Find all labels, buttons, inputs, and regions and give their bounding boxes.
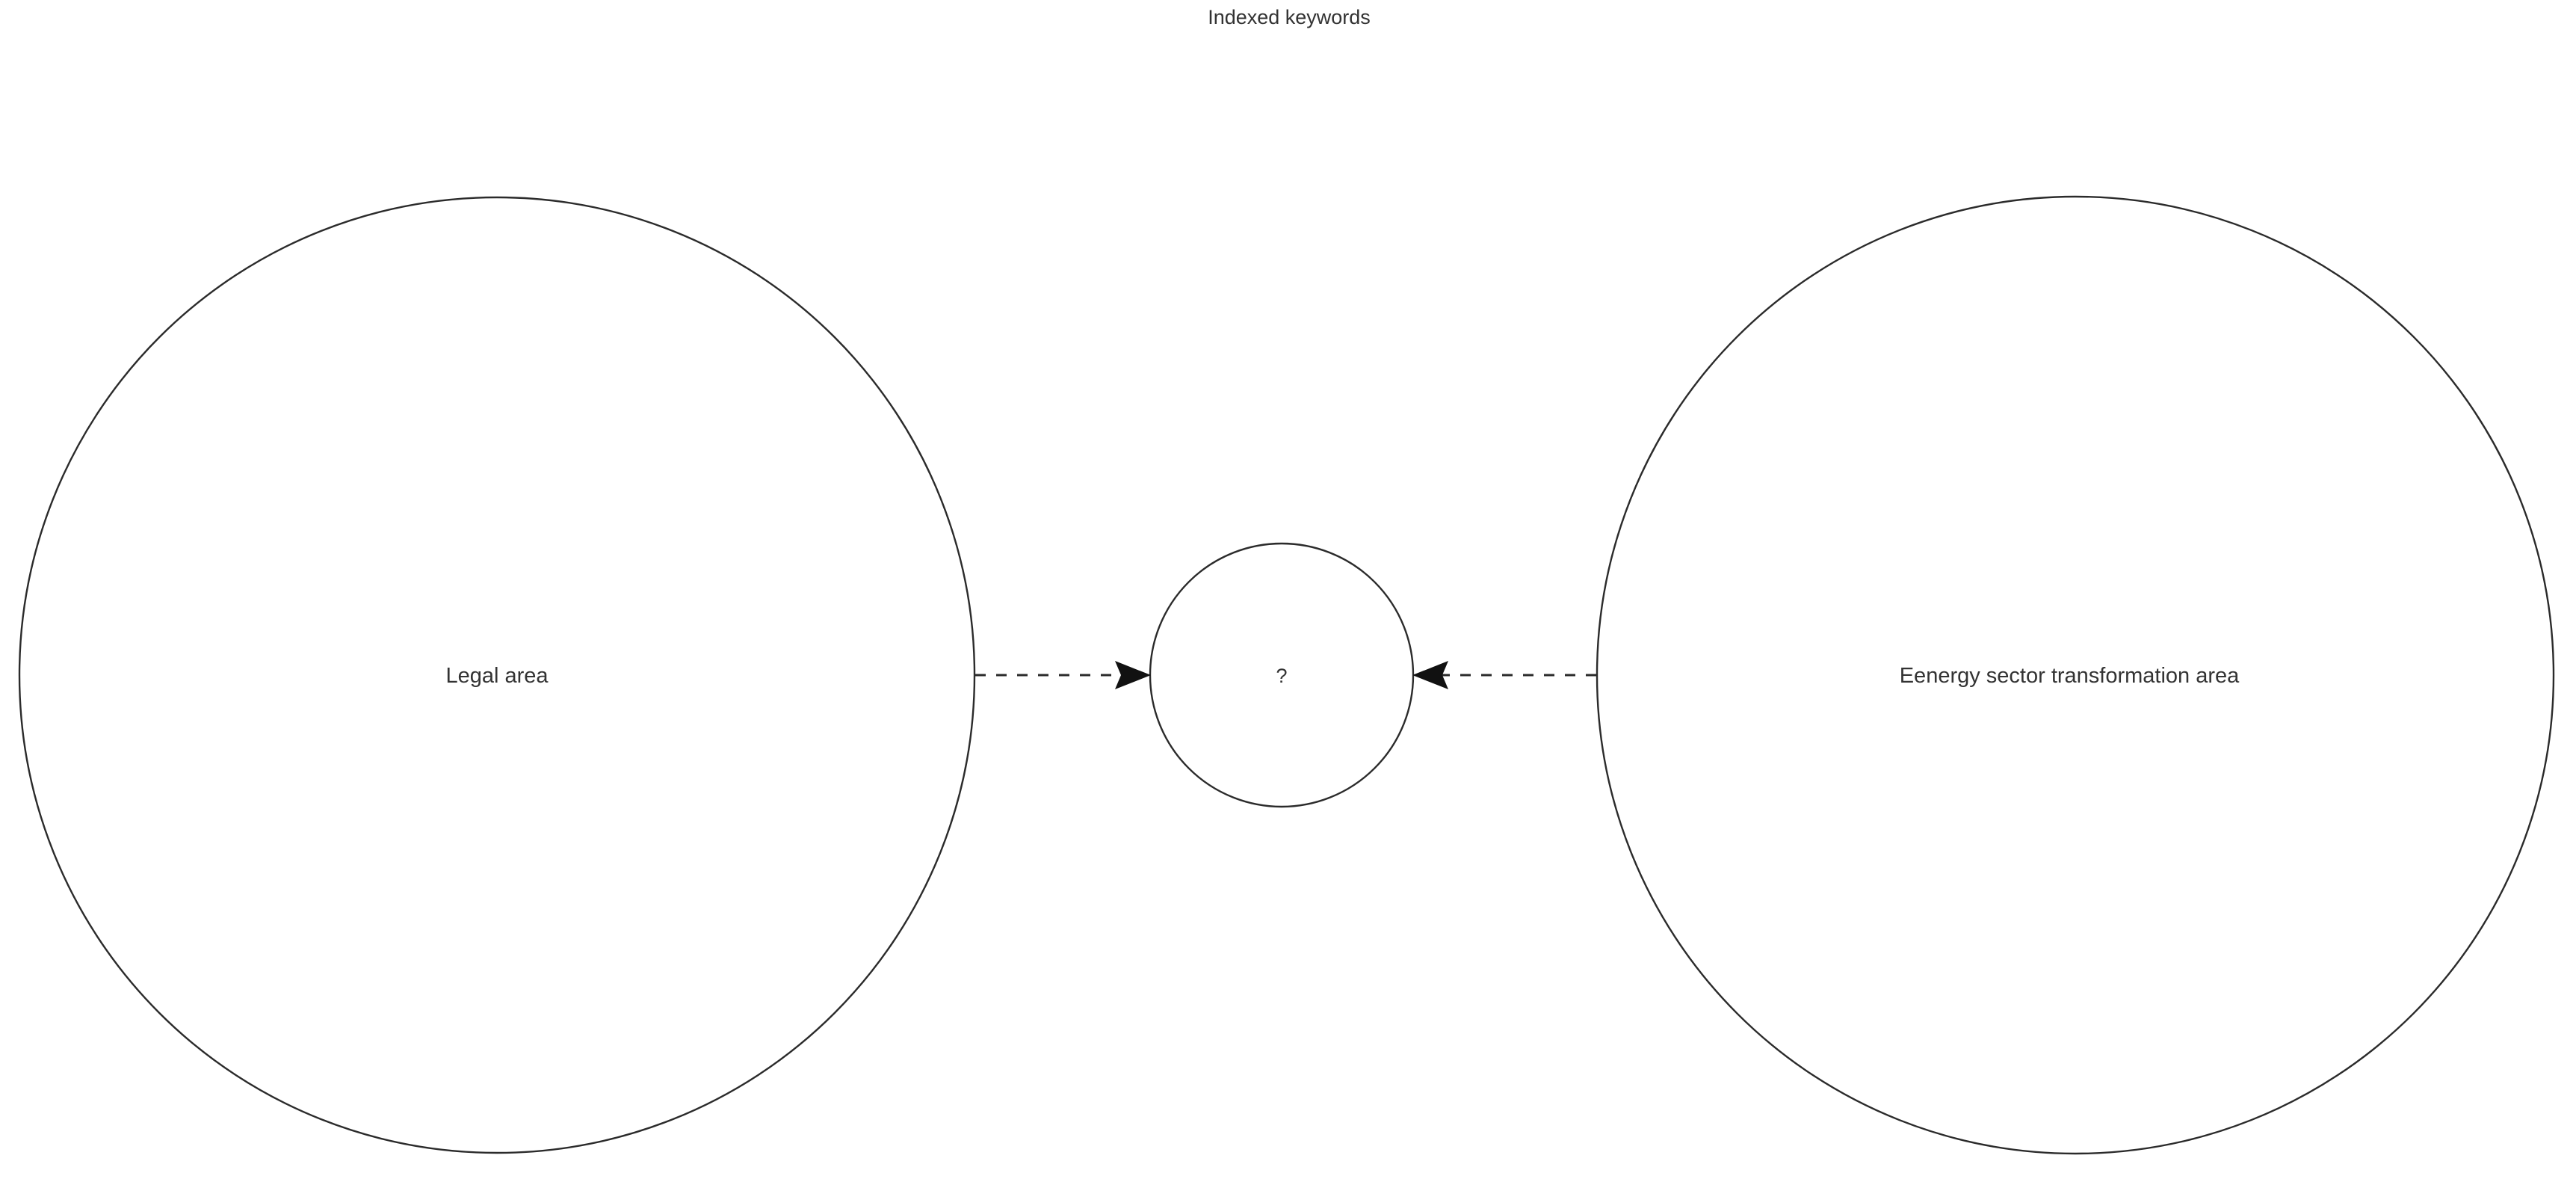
diagram-title: Indexed keywords [1208,6,1371,28]
node-unknown-link[interactable]: ? [1149,542,1415,808]
legal-area-label: Legal area [445,664,549,688]
energy-sector-transformation-area-label: Eenergy sector transformation area [1900,664,2240,688]
node-legal-area[interactable]: Legal area [18,196,976,1154]
connector-energy-to-unknown[interactable] [1412,661,1596,689]
energy-to-unknown-arrowhead-icon [1412,661,1448,689]
legal-to-unknown-arrowhead-icon [1115,661,1151,689]
connector-legal-to-unknown[interactable] [975,661,1151,689]
legal-area-circle[interactable] [18,196,976,1154]
energy-sector-transformation-area-circle[interactable] [1596,195,2555,1155]
node-energy-sector-transformation-area[interactable]: Eenergy sector transformation area [1596,195,2555,1155]
unknown-link-label: ? [1276,665,1287,687]
